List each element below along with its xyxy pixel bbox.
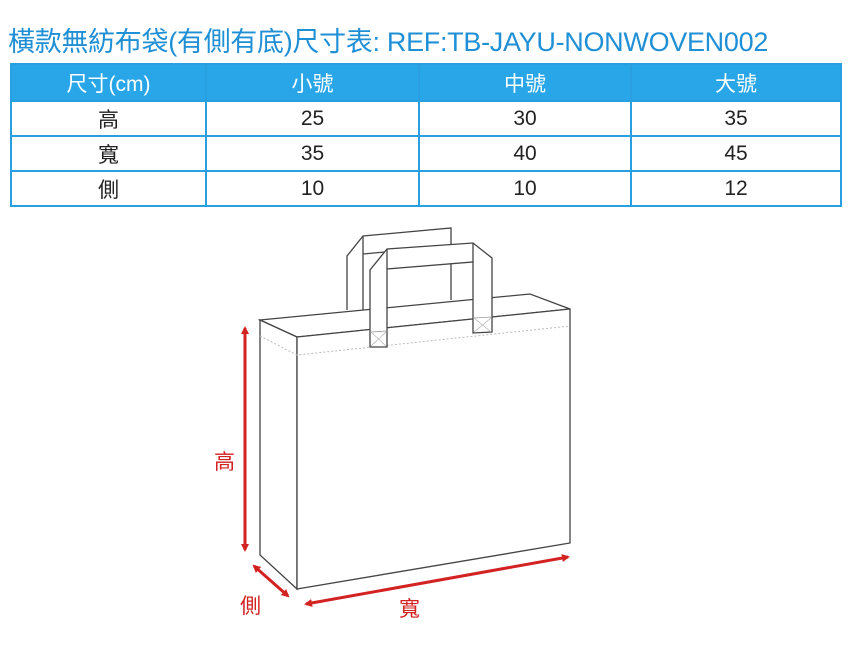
- width-label: 寬: [399, 598, 420, 621]
- side-arrow: [252, 564, 290, 598]
- header-cell: 中號: [418, 63, 632, 102]
- table-row: 側 10 10 12: [10, 170, 842, 207]
- size-table: 尺寸(cm) 小號 中號 大號 高 25 30 35 寬 35 40 45 側 …: [10, 63, 842, 207]
- table-cell: 30: [418, 100, 632, 137]
- bag-outline: [257, 227, 571, 591]
- table-cell: 25: [205, 100, 420, 137]
- table-row: 寬 35 40 45: [10, 135, 842, 172]
- row-label: 寬: [10, 135, 207, 172]
- header-cell: 尺寸(cm): [10, 63, 207, 102]
- table-cell: 45: [630, 135, 842, 172]
- header-cell: 小號: [205, 63, 420, 102]
- table-cell: 12: [630, 170, 842, 207]
- front-handle: [369, 242, 493, 348]
- side-panel: [259, 318, 298, 591]
- page-title: 橫款無紡布袋(有側有底)尺寸表: REF:TB-JAYU-NONWOVEN002: [8, 27, 769, 57]
- table-cell: 10: [205, 170, 420, 207]
- table-header-row: 尺寸(cm) 小號 中號 大號: [10, 63, 842, 102]
- front-panel: [296, 308, 571, 590]
- height-label: 高: [214, 451, 235, 474]
- header-cell: 大號: [630, 63, 842, 102]
- table-row: 高 25 30 35: [10, 100, 842, 137]
- table-cell: 10: [418, 170, 632, 207]
- table-cell: 40: [418, 135, 632, 172]
- side-label: 側: [240, 595, 261, 618]
- table-cell: 35: [630, 100, 842, 137]
- table-cell: 35: [205, 135, 420, 172]
- row-label: 側: [10, 170, 207, 207]
- width-arrow: [304, 554, 570, 607]
- row-label: 高: [10, 100, 207, 137]
